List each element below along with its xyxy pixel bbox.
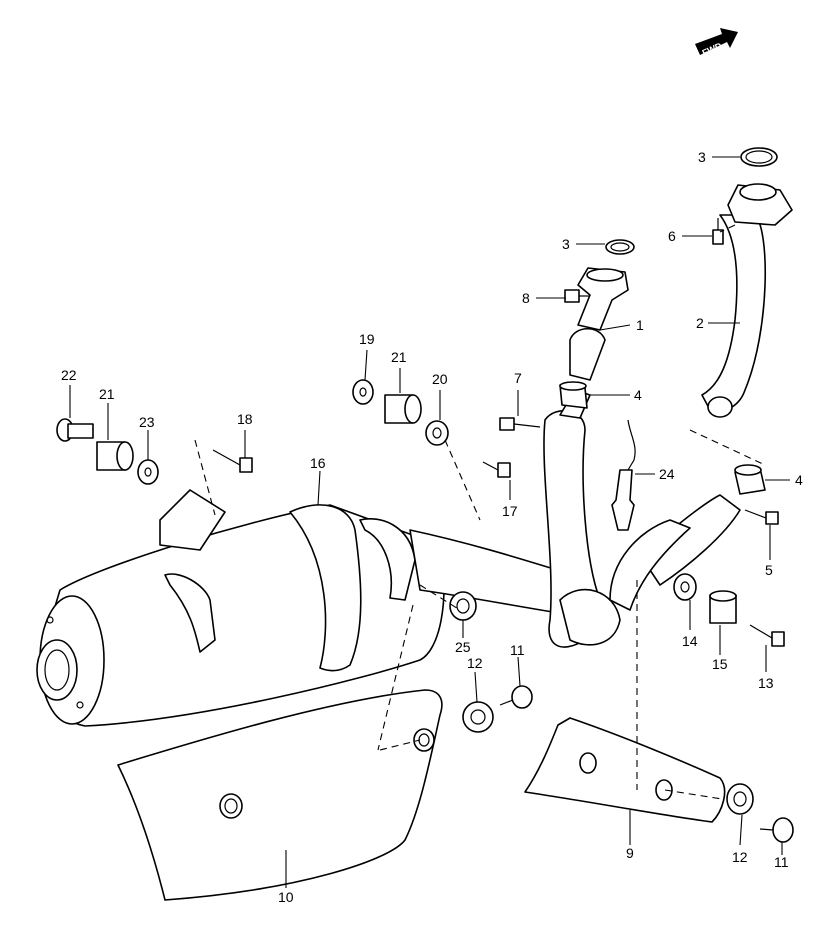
callout-17: 17 [502, 503, 518, 519]
assembly-guide-lines [194, 224, 766, 800]
heat-shield-rear [524, 717, 726, 823]
exhaust-pipe-rear [609, 183, 793, 611]
collar-21-left [96, 441, 134, 471]
callout-12-upper: 12 [467, 655, 483, 671]
o2-sensor [611, 469, 635, 531]
callout-22: 22 [61, 367, 77, 383]
bolt-6 [712, 218, 724, 245]
callout-1: 1 [636, 317, 644, 333]
bolt-5 [744, 509, 779, 525]
callout-4-right: 4 [795, 472, 803, 488]
callout-21-center: 21 [391, 349, 407, 365]
bolt-8 [564, 289, 590, 303]
callout-13: 13 [758, 675, 774, 691]
callout-19: 19 [359, 331, 375, 347]
washer-19 [352, 379, 374, 405]
callout-18: 18 [237, 411, 253, 427]
bolt-22 [56, 418, 94, 442]
washer-14 [673, 573, 697, 601]
callout-4-center: 4 [634, 387, 642, 403]
callout-21-left: 21 [99, 386, 115, 402]
bolt-11-lower [759, 817, 794, 843]
callout-24: 24 [659, 466, 675, 482]
bolt-13 [749, 624, 785, 647]
callout-10: 10 [278, 889, 294, 905]
callout-2: 2 [696, 315, 704, 331]
collar-15 [709, 590, 737, 624]
gasket-center [605, 239, 635, 255]
collar-21-center [384, 394, 422, 424]
callout-23: 23 [139, 414, 155, 430]
washer-23 [137, 459, 159, 485]
callout-labels: 1 2 3 3 4 4 5 6 7 8 9 10 11 11 12 12 13 … [61, 149, 803, 905]
callout-15: 15 [712, 656, 728, 672]
leader-lines [69, 156, 790, 888]
bolt-18 [212, 449, 253, 473]
callout-16: 16 [310, 455, 326, 471]
grommet-12-lower [726, 783, 754, 815]
callout-11-lower: 11 [774, 854, 789, 870]
callout-12-lower: 12 [732, 849, 748, 865]
callout-5: 5 [765, 562, 773, 578]
bolt-7 [499, 417, 541, 431]
fwd-arrow-icon: FWD [695, 28, 738, 58]
callout-3-center: 3 [562, 236, 570, 252]
callout-11-upper: 11 [510, 642, 525, 658]
callout-9: 9 [626, 845, 634, 861]
grommet-25 [449, 591, 477, 621]
callout-6: 6 [668, 228, 676, 244]
callout-20: 20 [432, 371, 448, 387]
callout-7: 7 [514, 370, 522, 386]
bolt-11-upper [499, 685, 533, 709]
callout-25: 25 [455, 639, 471, 655]
muffler-body [36, 489, 611, 727]
exhaust-pipe-front [543, 267, 629, 648]
heat-shield-front [117, 689, 443, 901]
callout-8: 8 [522, 290, 530, 306]
callout-14: 14 [682, 633, 698, 649]
callout-3-top: 3 [698, 149, 706, 165]
bolt-17 [482, 461, 511, 478]
washer-20 [425, 420, 449, 446]
grommet-12-upper [462, 701, 494, 733]
